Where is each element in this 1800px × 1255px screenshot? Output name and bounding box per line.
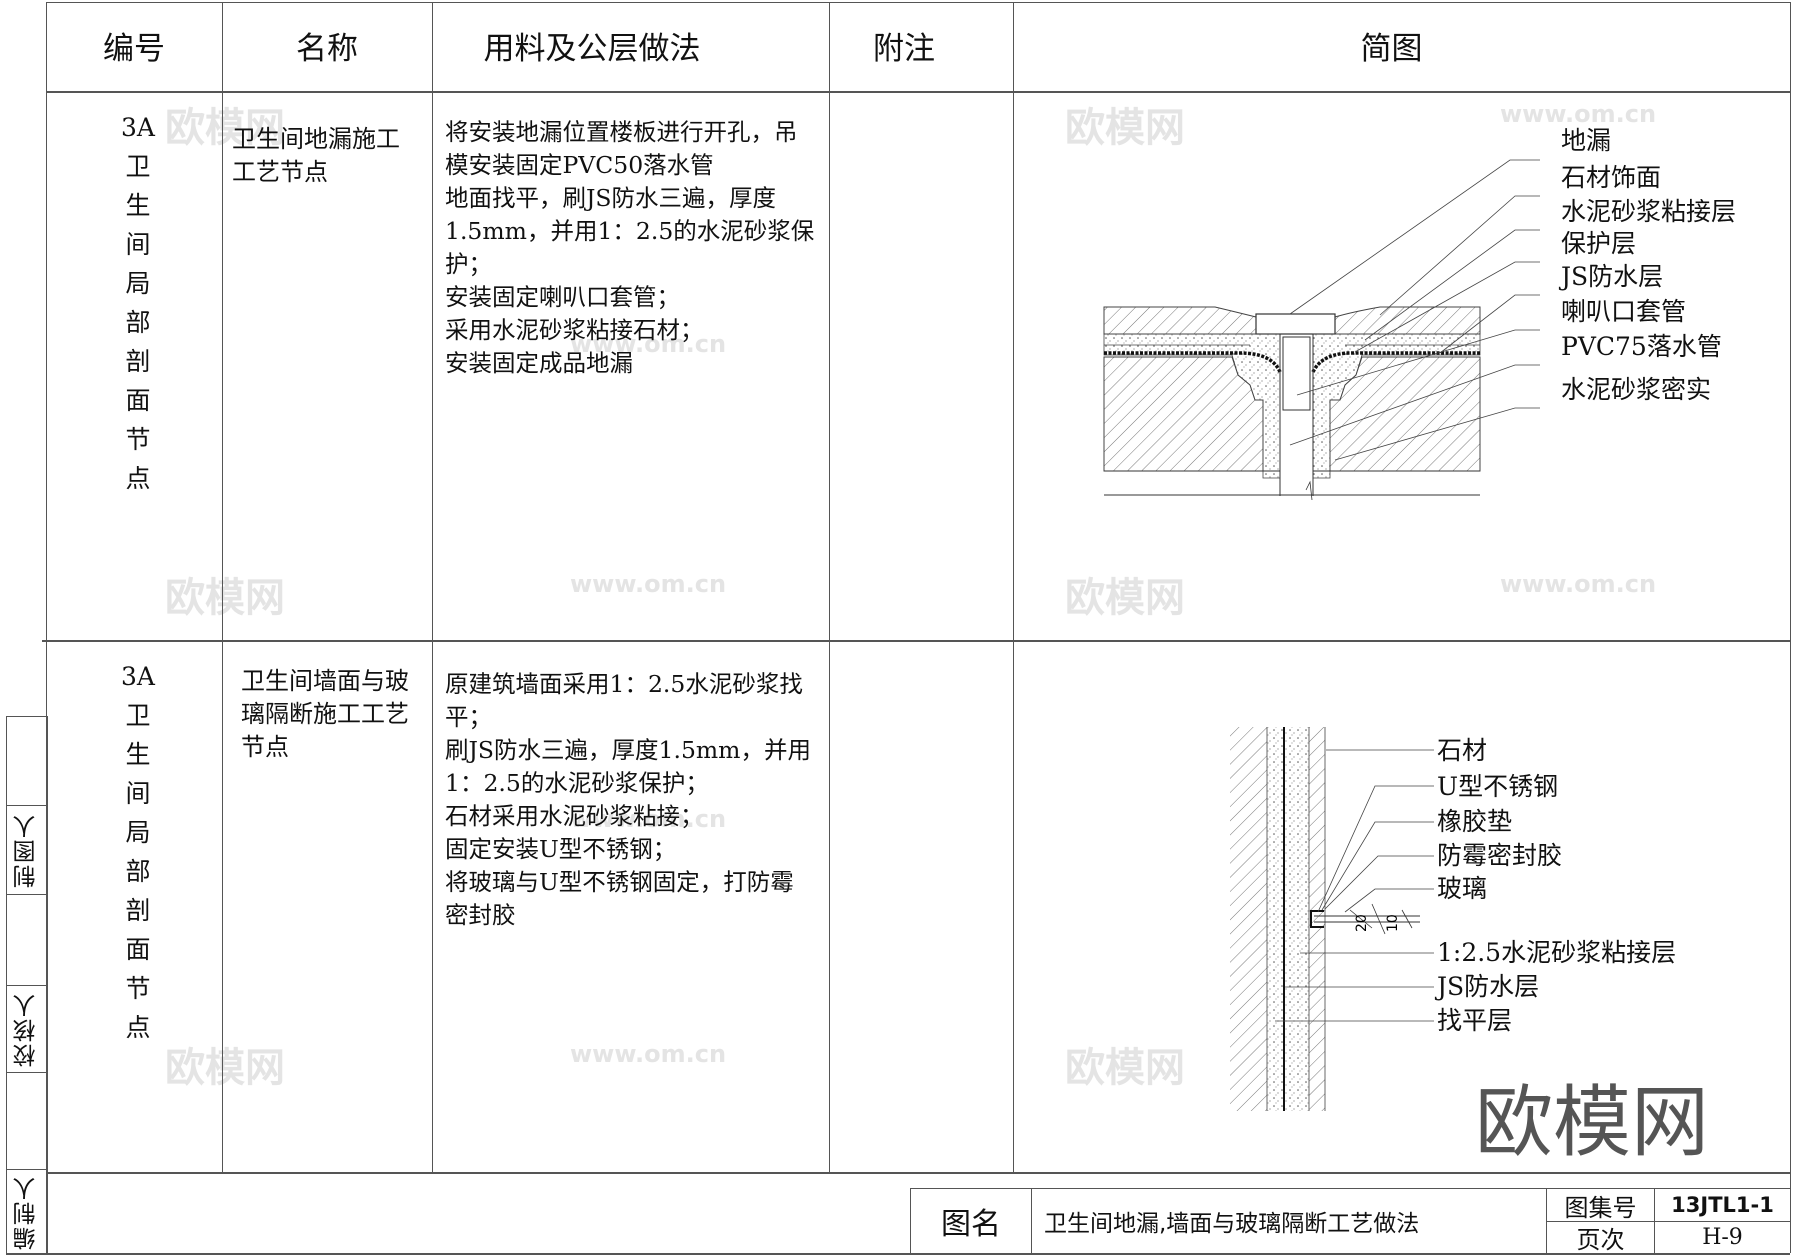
code-char: 面 [125, 386, 151, 415]
code-char: 节 [125, 974, 151, 1003]
row-1-method: 将安装地漏位置楼板进行开孔，吊 模安装固定PVC50落水管 地面找平，刷JS防水… [445, 118, 815, 377]
header-bottom-border [46, 91, 1790, 93]
code-char: 生 [125, 740, 151, 769]
row-1-code: 3A 卫 生 间 局 部 剖 面 节 点 [108, 108, 168, 498]
label-js-waterproof: JS防水层 [1561, 262, 1664, 291]
header-note: 附注 [873, 31, 935, 67]
drawing-name-value: 卫生间地漏,墙面与玻璃隔断工艺做法 [1032, 1189, 1547, 1253]
side-blank-2 [6, 894, 48, 986]
header-method: 用料及公层做法 [483, 31, 701, 67]
code-char: 点 [125, 464, 151, 493]
label-dense-mortar: 水泥砂浆密实 [1561, 375, 1712, 404]
code-char: 剖 [125, 347, 151, 376]
code-char: 节 [125, 425, 151, 454]
watermark-brand: 欧模网 [1065, 1045, 1185, 1091]
row-1-name: 卫生间地漏施工工艺节点 [232, 125, 400, 186]
col-divider-4 [1013, 2, 1014, 1172]
code-char: 点 [125, 1013, 151, 1042]
label-js-waterproof-2: JS防水层 [1437, 972, 1540, 1001]
label-flared-sleeve: 喇叭口套管 [1561, 297, 1687, 326]
drawn-by-label: 制图人 [14, 812, 40, 888]
table-top-border [46, 2, 1790, 3]
watermark-brand: 欧模网 [165, 575, 285, 621]
label-u-stainless-steel: U型不锈钢 [1437, 772, 1559, 801]
label-glass: 玻璃 [1437, 874, 1488, 903]
code-char: 面 [125, 935, 151, 964]
row-2-name: 卫生间墙面与玻璃隔断施工工艺节点 [241, 667, 409, 761]
table-left-border [46, 2, 47, 1253]
drawing-name-label: 图名 [911, 1189, 1032, 1253]
code-char: 间 [125, 779, 151, 808]
watermark-brand: 欧模网 [165, 1045, 285, 1091]
side-blank-1 [6, 716, 48, 806]
code-char: 间 [125, 230, 151, 259]
code-char: 部 [125, 857, 151, 886]
atlas-no-label: 图集号 [1547, 1189, 1655, 1222]
page-bottom-border [6, 1253, 1790, 1255]
label-pvc75-pipe: PVC75落水管 [1561, 332, 1722, 361]
label-protective-layer: 保护层 [1561, 229, 1637, 258]
label-floor-drain: 地漏 [1561, 126, 1612, 155]
row-divider [42, 640, 1790, 642]
label-leveling-layer: 找平层 [1437, 1006, 1513, 1035]
page-label: 页次 [1547, 1222, 1655, 1254]
label-mildew-sealant: 防霉密封胶 [1437, 841, 1563, 870]
code-char: 剖 [125, 896, 151, 925]
table-right-border [1790, 2, 1791, 1253]
table-bottom-border [46, 1172, 1790, 1174]
col-divider-2 [432, 2, 433, 1172]
label-stone: 石材 [1437, 736, 1488, 765]
code-char: 局 [125, 818, 151, 847]
label-mortar-bond-layer: 水泥砂浆粘接层 [1561, 197, 1737, 226]
code-char: 3A [121, 662, 155, 691]
header-code: 编号 [103, 31, 165, 67]
watermark-url: www.om.cn [1500, 570, 1657, 598]
dimension-10: 10 [1385, 914, 1401, 932]
code-char: 生 [125, 191, 151, 220]
atlas-no-value: 13JTL1-1 [1655, 1189, 1790, 1222]
drawn-by-cell: 制图人 [6, 805, 48, 895]
code-char: 部 [125, 308, 151, 337]
code-char: 3A [121, 113, 155, 142]
floor-drain-section-diagram [1103, 159, 1540, 501]
side-blank-3 [6, 1072, 48, 1170]
checked-by-label: 校核人 [14, 991, 40, 1067]
label-rubber-pad: 橡胶垫 [1437, 807, 1513, 836]
compiled-by-cell: 编制人 [6, 1169, 48, 1255]
page-value: H-9 [1702, 1225, 1743, 1250]
row-2-method: 原建筑墙面采用1：2.5水泥砂浆找 平； 刷JS防水三遍，厚度1.5mm，并用 … [445, 670, 811, 929]
title-block [910, 1188, 1791, 1254]
col-divider-1 [222, 2, 223, 1172]
wall-glass-partition-diagram: 20 10 [1230, 727, 1434, 1111]
header-name: 名称 [296, 31, 358, 67]
watermark-url: www.om.cn [570, 570, 727, 598]
col-divider-3 [829, 2, 830, 1172]
compiled-by-label: 编制人 [14, 1174, 40, 1250]
code-char: 卫 [125, 152, 151, 181]
checked-by-cell: 校核人 [6, 985, 48, 1073]
header-diagram: 简图 [1360, 31, 1423, 67]
row-2-code: 3A 卫 生 间 局 部 剖 面 节 点 [108, 657, 168, 1047]
label-mortar-bond-layer-2: 1:2.5水泥砂浆粘接层 [1437, 938, 1677, 967]
code-char: 局 [125, 269, 151, 298]
watermark-brand: 欧模网 [1065, 575, 1185, 621]
watermark-url: www.om.cn [570, 1040, 727, 1068]
label-stone-finish: 石材饰面 [1561, 163, 1662, 192]
dimension-20: 20 [1354, 914, 1370, 932]
code-char: 卫 [125, 701, 151, 730]
